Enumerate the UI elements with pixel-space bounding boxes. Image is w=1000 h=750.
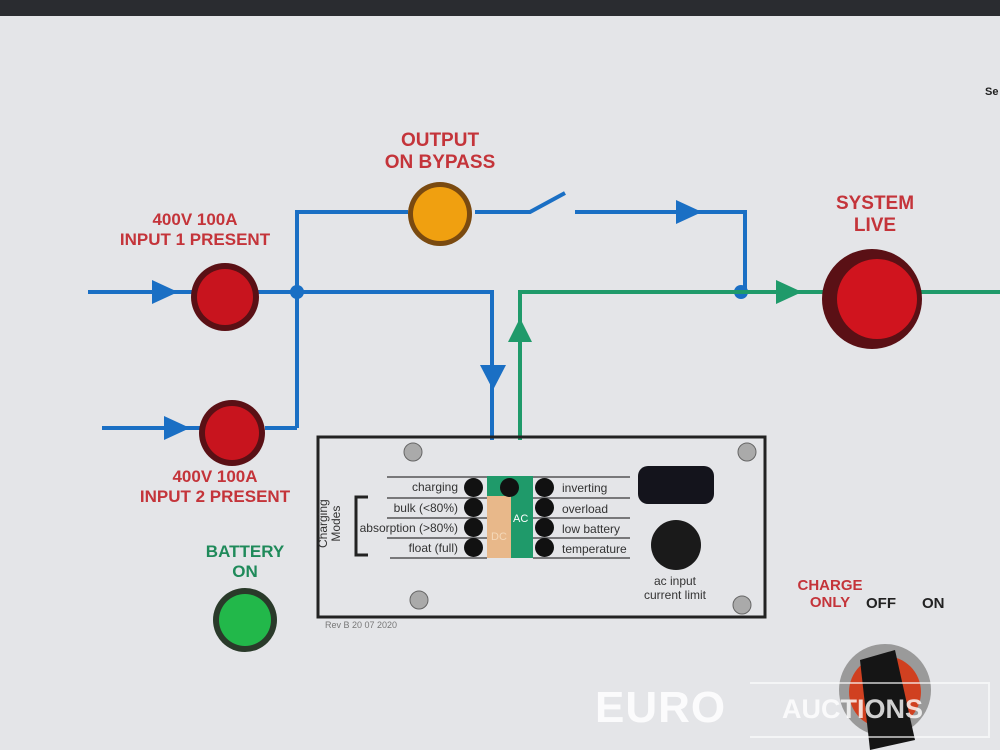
battery-on-lamp (219, 594, 271, 646)
led-overload (535, 498, 554, 517)
digital-display (638, 466, 714, 504)
screw (732, 595, 752, 615)
screw (737, 442, 757, 462)
led-label-float: float (full) (408, 541, 458, 555)
watermark-frame (750, 682, 990, 738)
junction-dot (290, 285, 304, 299)
output-bypass-lamp (413, 187, 467, 241)
rotary-switch-handle (860, 650, 915, 750)
input2-lamp (205, 406, 259, 460)
system-live-lamp (837, 259, 917, 339)
led-float (464, 538, 483, 557)
led-absorption (464, 518, 483, 537)
led-label-inverting: inverting (562, 481, 608, 495)
ac-label: AC (513, 513, 529, 525)
screw (409, 590, 429, 610)
watermark-auctions: AUCTIONS (782, 694, 923, 724)
control-panel-frame (316, 435, 767, 619)
top-edge (0, 0, 1000, 16)
led-label-temperature: temperature (562, 542, 627, 556)
led-low-battery (535, 518, 554, 537)
led-label-overload: overload (562, 502, 609, 516)
arrow-icon (676, 200, 702, 224)
on-label: ON (922, 595, 945, 612)
arrow-icon (152, 280, 178, 304)
led-charging (464, 478, 483, 497)
current-limit-knob (651, 520, 701, 570)
ac-strip (511, 476, 533, 558)
arrow-up-icon (508, 318, 532, 342)
led-bulk (464, 498, 483, 517)
dc-label: DC (491, 531, 507, 543)
revision-label: Rev B 20 07 2020 (325, 620, 398, 630)
input1-lamp (197, 269, 253, 325)
arrow-icon (776, 280, 802, 304)
led-temperature (535, 538, 554, 557)
led-label-low-battery: low battery (562, 522, 621, 536)
corner-label: Se (985, 86, 999, 98)
arrow-down-icon (480, 365, 506, 390)
watermark-euro: EURO (595, 683, 727, 732)
arrow-icon (164, 416, 190, 440)
led-label-bulk: bulk (<80%) (393, 501, 458, 515)
screw (403, 442, 423, 462)
led-label-absorption: absorption (>80%) (359, 521, 458, 535)
off-label: OFF (866, 595, 896, 612)
led-inverting (535, 478, 554, 497)
bracket (354, 495, 368, 557)
led-ac (500, 478, 519, 497)
led-label-charging: charging (411, 480, 458, 494)
